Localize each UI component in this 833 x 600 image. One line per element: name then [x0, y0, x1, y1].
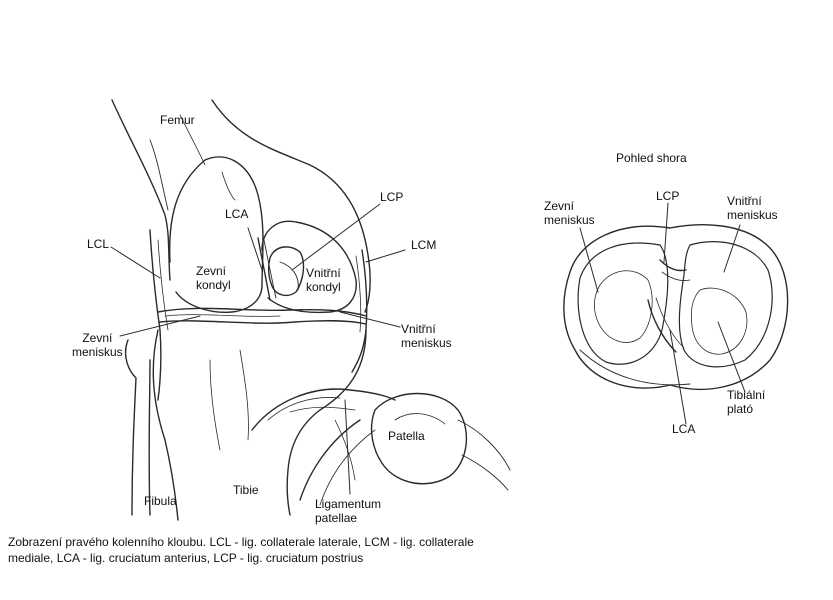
label-vnitrni-meniskus-left-line2: meniskus: [401, 336, 452, 350]
label-zevni-kondyl: Zevní kondyl: [196, 264, 231, 292]
label-vnitrni-meniskus-left: Vnitřní meniskus: [401, 322, 452, 350]
cruciate-ligament-shape: [257, 237, 299, 301]
label-zevni-kondyl-line2: kondyl: [196, 278, 231, 292]
caption-line1: Zobrazení pravého kolenního kloubu. LCL …: [8, 535, 474, 549]
figure-caption: Zobrazení pravého kolenního kloubu. LCL …: [8, 534, 568, 566]
label-zevni-meniskus-left: Zevní meniskus: [72, 331, 123, 359]
label-vnitrni-meniskus-right: Vnitřní meniskus: [727, 194, 778, 222]
label-zevni-meniskus-right-line2: meniskus: [544, 213, 595, 227]
label-lcp-right: LCP: [656, 189, 680, 203]
label-ligamentum-line2: patellae: [315, 511, 358, 525]
label-fibula: Fibula: [144, 494, 177, 508]
label-lca-right: LCA: [672, 422, 696, 436]
label-patella: Patella: [388, 429, 425, 443]
label-vnitrni-kondyl: Vnitřní kondyl: [306, 266, 341, 294]
patella-shape: [370, 392, 511, 491]
label-femur: Femur: [160, 113, 195, 127]
label-pohled-shora: Pohled shora: [616, 151, 687, 165]
label-zevni-meniskus-left-line2: meniskus: [72, 345, 123, 359]
label-lcl: LCL: [87, 237, 110, 251]
label-vnitrni-meniskus-left-line1: Vnitřní: [401, 322, 436, 336]
label-tibialni-plato-line1: Tibiální: [727, 388, 766, 402]
femur-shape: [111, 99, 371, 313]
medial-condyle-shape: [261, 220, 357, 314]
label-tibie: Tibie: [233, 483, 259, 497]
label-zevni-meniskus-right-line1: Zevní: [544, 199, 575, 213]
lateral-condyle-shape: [168, 156, 264, 314]
leader-lines-left: [110, 203, 406, 495]
tibia-shape: [152, 329, 367, 521]
label-tibialni-plato-line2: plató: [727, 402, 754, 416]
label-lcp-left: LCP: [380, 190, 404, 204]
label-ligamentum-patellae: Ligamentum patellae: [315, 497, 381, 525]
leader-lines-right: [579, 202, 746, 425]
label-zevni-meniskus-right: Zevní meniskus: [544, 199, 595, 227]
fibula-shape: [124, 339, 151, 516]
label-lca-left: LCA: [225, 207, 249, 221]
label-zevni-kondyl-line1: Zevní: [196, 264, 227, 278]
label-vnitrni-kondyl-line2: kondyl: [306, 280, 341, 294]
label-vnitrni-kondyl-line1: Vnitřní: [306, 266, 341, 280]
patellar-ligament-shape: [251, 388, 396, 506]
label-lcm: LCM: [411, 238, 437, 252]
label-ligamentum-line1: Ligamentum: [315, 497, 382, 511]
caption-line2: mediale, LCA - lig. cruciatum anterius, …: [8, 551, 364, 565]
meniscus-band-shape: [157, 307, 367, 325]
lcm-ligament-shape: [351, 249, 368, 373]
label-vnitrni-meniskus-right-line1: Vnitřní: [727, 194, 762, 208]
lcl-ligament-shape: [149, 229, 169, 401]
label-tibialni-plato: Tibiální plató: [727, 388, 765, 416]
label-vnitrni-meniskus-right-line2: meniskus: [727, 208, 778, 222]
top-view-shape: [563, 224, 789, 391]
label-zevni-meniskus-left-line1: Zevní: [82, 331, 113, 345]
